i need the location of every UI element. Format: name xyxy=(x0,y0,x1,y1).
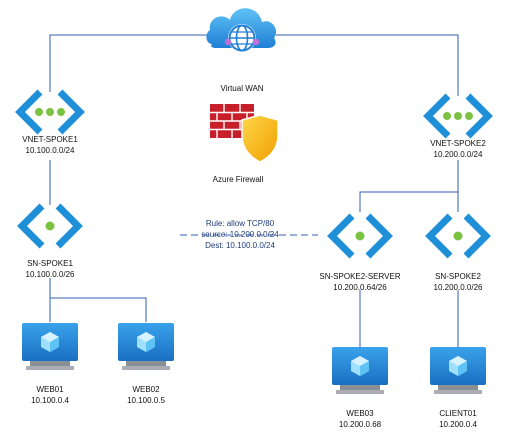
web03-name: WEB03 xyxy=(346,409,374,418)
web03-ip: 10.200.0.68 xyxy=(338,420,382,429)
sn-spoke2-server-icon xyxy=(327,213,393,259)
client01-vm-icon xyxy=(430,347,486,394)
web01-ip: 10.100.0.4 xyxy=(31,396,69,405)
web02-vm-icon xyxy=(118,323,174,370)
cloud-globe-icon xyxy=(206,8,277,52)
link-wan-vnet-spoke2 xyxy=(276,34,459,96)
client01-ip: 10.200.0.4 xyxy=(439,420,477,429)
sn-spoke2-cidr: 10.200.0.0/26 xyxy=(433,283,483,292)
link-sn-spoke1-vms xyxy=(49,278,147,322)
vnet-spoke1-cidr: 10.100.0.0/24 xyxy=(25,146,75,155)
client01-name: CLIENT01 xyxy=(439,409,477,418)
firewall-shield-icon xyxy=(210,104,279,163)
sn-spoke1-label: SN-SPOKE1 10.100.0.0/26 xyxy=(26,258,75,280)
rule-line-3: Dest: 10.100.0.0/24 xyxy=(205,241,275,250)
sn-spoke2-name: SN-SPOKE2 xyxy=(435,272,481,281)
vnet-spoke2-label: VNET-SPOKE2 10.200.0.0/24 xyxy=(430,138,486,160)
web02-name: WEB02 xyxy=(132,385,160,394)
vnet-spoke1-label: VNET-SPOKE1 10.100.0.0/24 xyxy=(22,134,78,156)
web03-label: WEB03 10.200.0.68 xyxy=(339,408,381,430)
client01-label: CLIENT01 10.200.0.4 xyxy=(439,408,477,430)
web01-vm-icon xyxy=(22,323,78,370)
sn-spoke1-icon xyxy=(17,203,83,249)
sn-spoke1-cidr: 10.100.0.0/26 xyxy=(25,270,75,279)
connector-lines xyxy=(49,34,459,348)
web01-label: WEB01 10.100.0.4 xyxy=(31,384,69,406)
sn-spoke2-icon xyxy=(425,213,491,259)
web03-vm-icon xyxy=(332,347,388,394)
sn-spoke2-server-cidr: 10.200.0.64/26 xyxy=(333,283,387,292)
vnet-spoke1-name: VNET-SPOKE1 xyxy=(22,135,78,144)
firewall-rule-label: Rule: allow TCP/80 source: 10.200.0.0/24… xyxy=(201,218,278,251)
vnet-spoke2-icon xyxy=(423,93,493,139)
sn-spoke1-name: SN-SPOKE1 xyxy=(27,259,73,268)
link-vnet-spoke2-subnets xyxy=(359,160,459,212)
rule-line-1: Rule: allow TCP/80 xyxy=(205,219,275,228)
link-wan-vnet-spoke1 xyxy=(49,34,208,92)
rule-line-2: source: 10.200.0.0/24 xyxy=(201,230,279,239)
sn-spoke2-server-name: SN-SPOKE2-SERVER xyxy=(319,272,401,281)
web02-label: WEB02 10.100.0.5 xyxy=(127,384,165,406)
sn-spoke2-server-label: SN-SPOKE2-SERVER 10.200.0.64/26 xyxy=(319,271,400,293)
vnet-spoke1-icon xyxy=(15,89,85,135)
web02-ip: 10.100.0.5 xyxy=(127,396,165,405)
sn-spoke2-label: SN-SPOKE2 10.200.0.0/26 xyxy=(434,271,483,293)
vnet-spoke2-cidr: 10.200.0.0/24 xyxy=(433,150,483,159)
vnet-spoke2-name: VNET-SPOKE2 xyxy=(430,139,486,148)
wan-label: Virtual WAN xyxy=(220,84,264,93)
web01-name: WEB01 xyxy=(36,385,64,394)
firewall-label: Azure Firewall xyxy=(212,175,264,184)
